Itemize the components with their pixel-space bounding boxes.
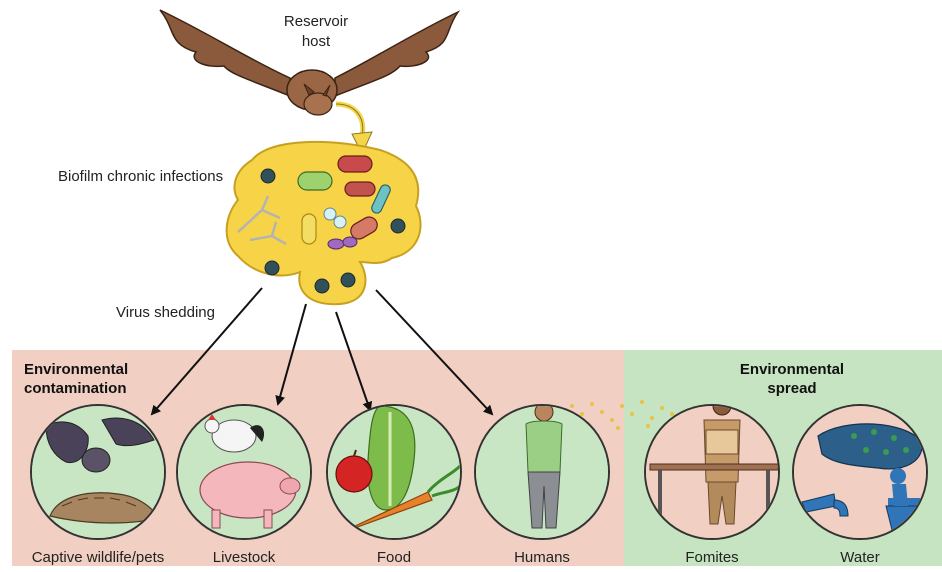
caption-water: Water: [770, 549, 942, 566]
shedding-arrows: [152, 288, 492, 414]
bat-icon: [160, 10, 458, 115]
chicken-pig-icon: [178, 406, 312, 540]
fomites-circle: [644, 404, 780, 540]
food-circle: [326, 404, 462, 540]
bat-pangolin-icon: [32, 406, 166, 540]
person-icon: [476, 406, 610, 540]
humans-circle: [474, 404, 610, 540]
biofilm-icon: [227, 142, 421, 304]
caption-humans: Humans: [452, 549, 632, 566]
livestock-circle: [176, 404, 312, 540]
captive-wildlife-circle: [30, 404, 166, 540]
lettuce-apple-carrot-icon: [328, 406, 462, 540]
pond-tap-toilet-icon: [794, 406, 928, 540]
worker-table-icon: [646, 406, 780, 540]
water-circle: [792, 404, 928, 540]
